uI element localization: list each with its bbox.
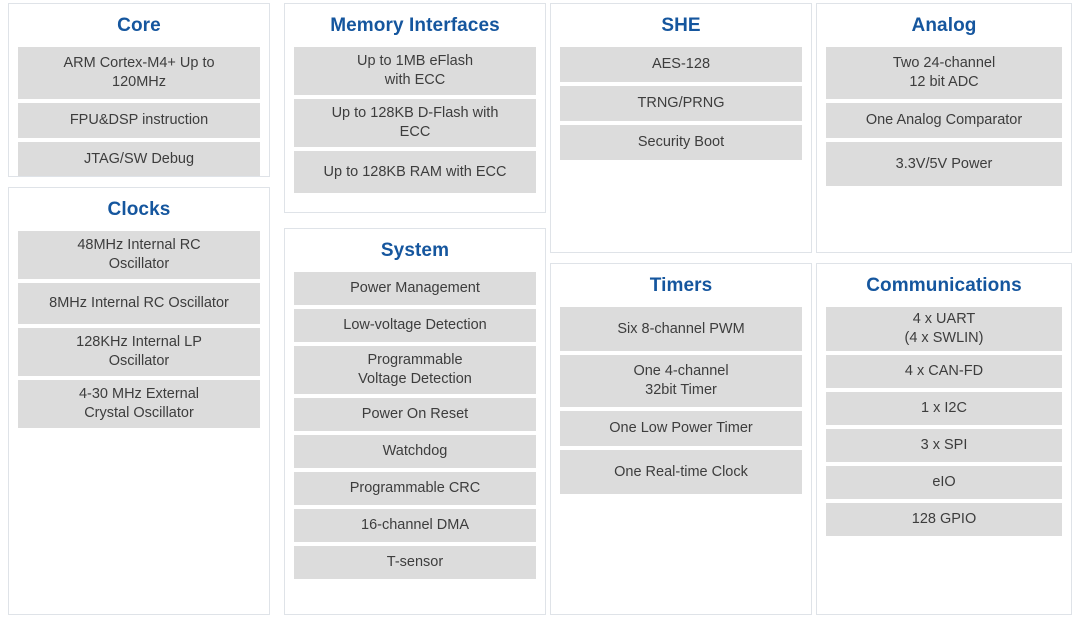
- panel-memory-interfaces: Memory Interfaces Up to 1MB eFlash with …: [284, 3, 546, 213]
- panel-rows-analog: Two 24-channel 12 bit ADC One Analog Com…: [817, 47, 1071, 186]
- panel-title-timers: Timers: [649, 275, 713, 296]
- block-item: 16-channel DMA: [294, 509, 536, 542]
- block-item: JTAG/SW Debug: [18, 142, 260, 176]
- block-item: 4 x CAN-FD: [826, 355, 1062, 388]
- block-item: One Real-time Clock: [560, 450, 802, 494]
- panel-rows-timers: Six 8-channel PWM One 4-channel 32bit Ti…: [551, 307, 811, 494]
- panel-rows-system: Power Management Low-voltage Detection P…: [285, 272, 545, 579]
- block-item: AES-128: [560, 47, 802, 82]
- block-item: Two 24-channel 12 bit ADC: [826, 47, 1062, 99]
- block-item: 8MHz Internal RC Oscillator: [18, 283, 260, 324]
- block-item: Power Management: [294, 272, 536, 305]
- block-item: Power On Reset: [294, 398, 536, 431]
- block-item: Up to 1MB eFlash with ECC: [294, 47, 536, 95]
- block-item: TRNG/PRNG: [560, 86, 802, 121]
- panel-rows-clocks: 48MHz Internal RC Oscillator 8MHz Intern…: [9, 231, 269, 428]
- panel-title-clocks: Clocks: [107, 199, 171, 220]
- block-item: 3 x SPI: [826, 429, 1062, 462]
- block-item: Watchdog: [294, 435, 536, 468]
- panel-rows-core: ARM Cortex-M4+ Up to 120MHz FPU&DSP inst…: [9, 47, 269, 176]
- panel-title-memory-interfaces: Memory Interfaces: [330, 15, 500, 36]
- block-item: Up to 128KB D-Flash with ECC: [294, 99, 536, 147]
- block-item: 48MHz Internal RC Oscillator: [18, 231, 260, 279]
- panel-title-analog: Analog: [911, 15, 977, 36]
- panel-rows-communications: 4 x UART (4 x SWLIN) 4 x CAN-FD 1 x I2C …: [817, 307, 1071, 536]
- block-item: One Low Power Timer: [560, 411, 802, 446]
- panel-she: SHE AES-128 TRNG/PRNG Security Boot: [550, 3, 812, 253]
- block-item: Programmable CRC: [294, 472, 536, 505]
- panel-rows-memory-interfaces: Up to 1MB eFlash with ECC Up to 128KB D-…: [285, 47, 545, 193]
- panel-clocks: Clocks 48MHz Internal RC Oscillator 8MHz…: [8, 187, 270, 615]
- panel-communications: Communications 4 x UART (4 x SWLIN) 4 x …: [816, 263, 1072, 615]
- block-item: Security Boot: [560, 125, 802, 160]
- panel-core: Core ARM Cortex-M4+ Up to 120MHz FPU&DSP…: [8, 3, 270, 177]
- block-item: 128 GPIO: [826, 503, 1062, 536]
- panel-rows-she: AES-128 TRNG/PRNG Security Boot: [551, 47, 811, 160]
- panel-analog: Analog Two 24-channel 12 bit ADC One Ana…: [816, 3, 1072, 253]
- block-item: 128KHz Internal LP Oscillator: [18, 328, 260, 376]
- block-item: Up to 128KB RAM with ECC: [294, 151, 536, 193]
- panel-title-communications: Communications: [866, 275, 1022, 296]
- block-item: 1 x I2C: [826, 392, 1062, 425]
- panel-title-she: SHE: [661, 15, 701, 36]
- block-item: Low-voltage Detection: [294, 309, 536, 342]
- block-item: 3.3V/5V Power: [826, 142, 1062, 186]
- block-item: One Analog Comparator: [826, 103, 1062, 138]
- panel-timers: Timers Six 8-channel PWM One 4-channel 3…: [550, 263, 812, 615]
- block-item: Six 8-channel PWM: [560, 307, 802, 351]
- panel-title-system: System: [380, 240, 450, 261]
- panel-title-core: Core: [117, 15, 161, 36]
- block-item: 4-30 MHz External Crystal Oscillator: [18, 380, 260, 428]
- panel-system: System Power Management Low-voltage Dete…: [284, 228, 546, 615]
- block-item: Programmable Voltage Detection: [294, 346, 536, 394]
- block-item: FPU&DSP instruction: [18, 103, 260, 138]
- block-item: eIO: [826, 466, 1062, 499]
- block-item: One 4-channel 32bit Timer: [560, 355, 802, 407]
- block-item: 4 x UART (4 x SWLIN): [826, 307, 1062, 351]
- block-item: T-sensor: [294, 546, 536, 579]
- block-item: ARM Cortex-M4+ Up to 120MHz: [18, 47, 260, 99]
